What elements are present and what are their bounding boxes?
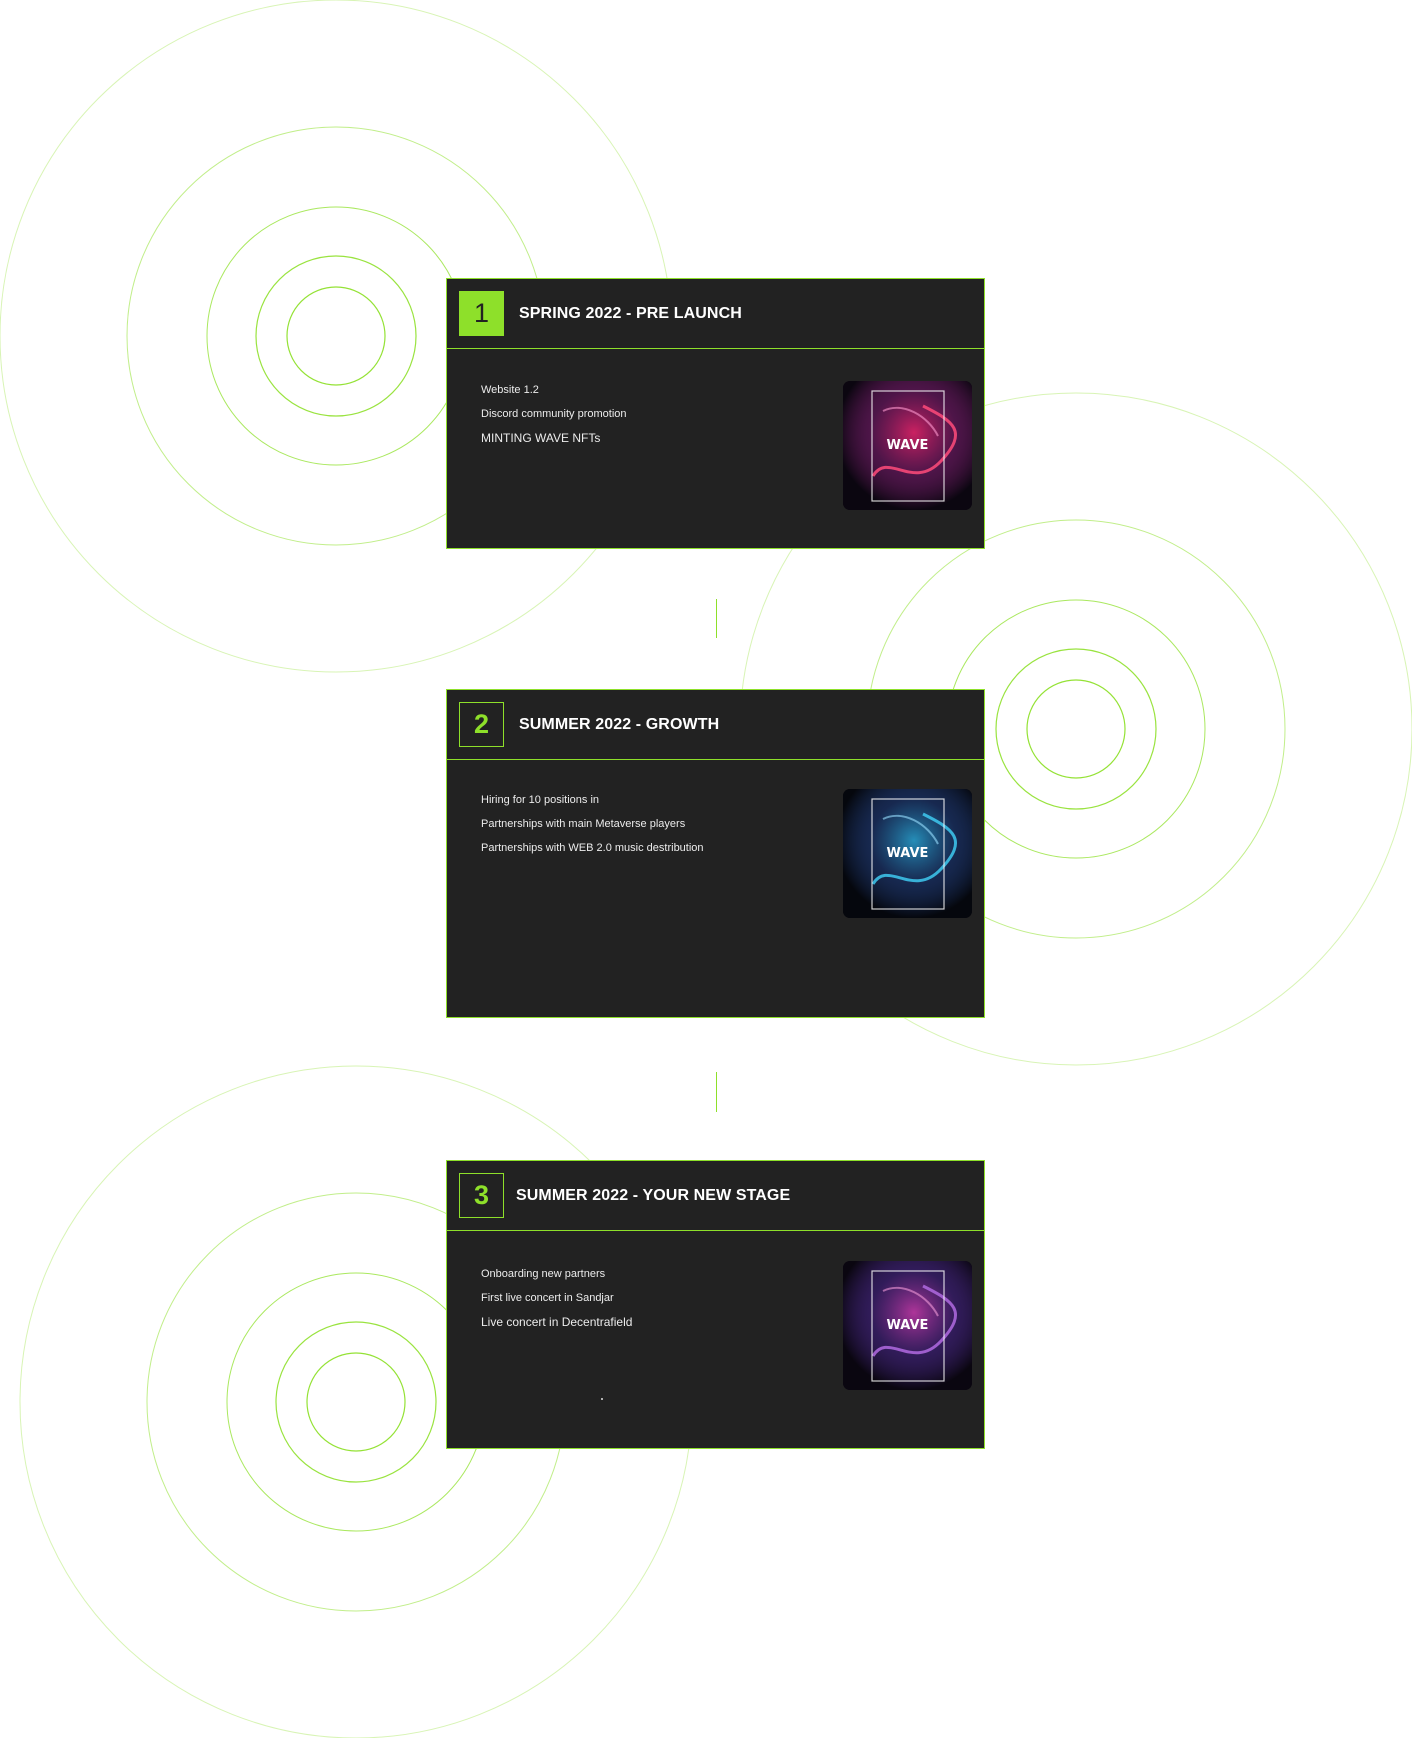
milestone-item: First live concert in Sandjar — [481, 1292, 614, 1304]
milestone-item: Discord community promotion — [481, 408, 627, 420]
phase-number-badge: 3 — [459, 1173, 504, 1218]
milestone-item: Hiring for 10 positions in — [481, 794, 600, 806]
roadmap-card-phase-1: 1 SPRING 2022 - PRE LAUNCH Website 1.2 D… — [446, 278, 985, 549]
milestone-list: Website 1.2 Discord community promotion … — [481, 383, 627, 455]
milestone-item: MINTING WAVE NFTs — [481, 431, 601, 445]
milestone-item: Partnerships with WEB 2.0 music destribu… — [481, 842, 704, 854]
card-header: 2 SUMMER 2022 - GROWTH — [447, 690, 984, 760]
phase-title: SUMMER 2022 - YOUR NEW STAGE — [516, 1187, 791, 1204]
milestone-list: Hiring for 10 positions in Partnerships … — [481, 793, 704, 865]
phase-title: SPRING 2022 - PRE LAUNCH — [519, 305, 742, 322]
phase-number-badge: 2 — [459, 702, 504, 747]
decorative-dot — [601, 1398, 603, 1400]
timeline-connector — [716, 1072, 717, 1112]
wave-artwork-image: WAVE — [843, 381, 972, 510]
roadmap-card-phase-3: 3 SUMMER 2022 - YOUR NEW STAGE Onboardin… — [446, 1160, 985, 1449]
artwork-wave-label: WAVE — [887, 846, 929, 861]
milestone-item: Live concert in Decentrafield — [481, 1315, 633, 1329]
wave-artwork-image: WAVE — [843, 789, 972, 918]
milestone-item: Onboarding new partners — [481, 1268, 606, 1280]
wave-artwork-image: WAVE — [843, 1261, 972, 1390]
roadmap-card-phase-2: 2 SUMMER 2022 - GROWTH Hiring for 10 pos… — [446, 689, 985, 1018]
phase-title: SUMMER 2022 - GROWTH — [519, 716, 720, 733]
card-header: 1 SPRING 2022 - PRE LAUNCH — [447, 279, 984, 349]
phase-number-badge: 1 — [459, 291, 504, 336]
artwork-wave-label: WAVE — [887, 1318, 929, 1333]
timeline-connector — [716, 599, 717, 638]
milestone-item: Partnerships with main Metaverse players — [481, 818, 686, 830]
milestone-item: Website 1.2 — [481, 384, 539, 396]
card-header: 3 SUMMER 2022 - YOUR NEW STAGE — [447, 1161, 984, 1231]
milestone-list: Onboarding new partners First live conce… — [481, 1267, 632, 1339]
artwork-wave-label: WAVE — [887, 438, 929, 453]
